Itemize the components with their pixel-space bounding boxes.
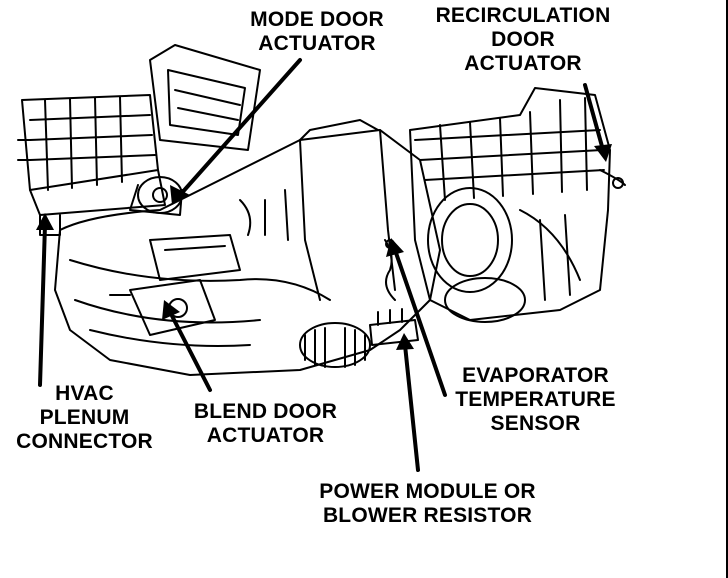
- leader-hvac-plenum: [36, 213, 54, 387]
- label-line: EVAPORATOR: [462, 364, 609, 387]
- label-line: PLENUM: [39, 406, 130, 429]
- label-line: MODE DOOR: [250, 8, 384, 31]
- label-line: CONNECTOR: [16, 430, 153, 453]
- label-line: ACTUATOR: [464, 52, 582, 75]
- label-line: HVAC: [55, 382, 114, 405]
- label-line: BLOWER RESISTOR: [322, 504, 533, 527]
- label-blend-door-actuator: BLEND DOOR ACTUATOR: [178, 400, 353, 448]
- label-evaporator-temperature-sensor: EVAPORATOR TEMPERATURE SENSOR: [438, 364, 633, 436]
- label-power-module-blower-resistor: POWER MODULE OR BLOWER RESISTOR: [295, 480, 560, 528]
- leader-recirculation-door: [583, 83, 612, 162]
- main-housing: [54, 119, 441, 376]
- label-hvac-plenum-connector: HVAC PLENUM CONNECTOR: [2, 382, 167, 454]
- frame-border: [726, 0, 728, 578]
- label-mode-door-actuator: MODE DOOR ACTUATOR: [232, 8, 402, 56]
- label-line: ACTUATOR: [206, 424, 325, 447]
- leader-blend-door: [162, 300, 212, 392]
- power-module-part: [369, 308, 419, 346]
- label-line: BLEND DOOR: [193, 400, 338, 423]
- leader-power-module: [396, 333, 420, 472]
- label-line: DOOR: [491, 28, 555, 51]
- leader-mode-door: [170, 58, 302, 205]
- label-line: POWER MODULE OR: [319, 480, 536, 503]
- defrost-duct: [149, 44, 261, 151]
- leader-evaporator-sensor: [386, 238, 447, 397]
- blend-door-actuator-part: [109, 279, 216, 336]
- plenum-box: [17, 94, 166, 236]
- blower-motor-lower: [299, 322, 371, 368]
- label-line: RECIRCULATION: [435, 4, 611, 27]
- blower-housing: [409, 87, 626, 323]
- label-line: TEMPERATURE: [455, 388, 616, 411]
- label-recirculation-door-actuator: RECIRCULATION DOOR ACTUATOR: [418, 4, 628, 76]
- label-line: ACTUATOR: [258, 32, 376, 55]
- label-line: SENSOR: [490, 412, 581, 435]
